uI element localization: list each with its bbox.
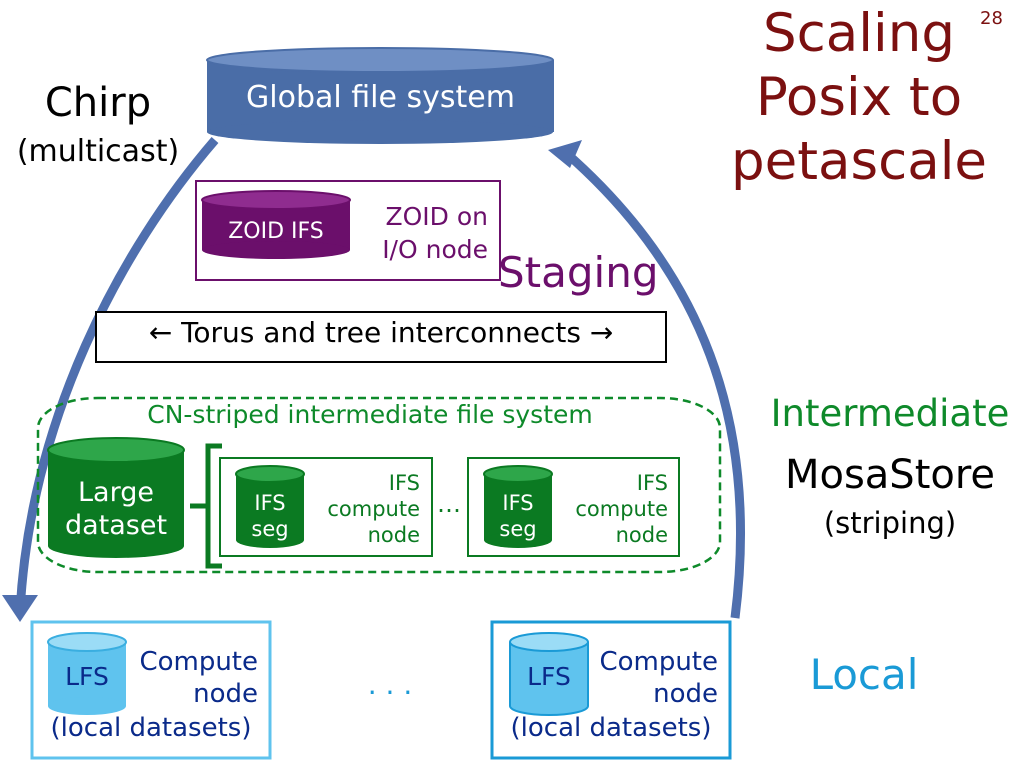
staging-arrow-head [548,140,582,168]
ifs-seg-2-line-2: seg [499,517,537,541]
local-node-box-1 [30,620,272,760]
ifs-node-2-line-3: node [615,523,668,547]
ifs-node-2-line-2: compute [575,497,668,521]
staging-arrow [562,148,745,619]
tier-local: Local [809,650,919,699]
dataset-bracket [190,443,222,569]
global-fs-label: Global file system [246,80,515,115]
global-fs-cylinder [206,47,554,144]
lfs-label-2: LFS [527,662,571,691]
local-node-text-2: Compute node [588,646,718,710]
ifs-seg-label-1: IFS seg [236,490,304,542]
ifs-node-text-2: IFS compute node [554,470,668,548]
lfs-cylinder-1 [47,632,127,715]
slide-title: Scaling Posix to petascale [700,2,1018,194]
zoid-cylinder-label: ZOID IFS [228,219,324,244]
tier-striping: (striping) [823,506,957,540]
intermediate-fs-label: CN-striped intermediate file system [147,400,593,429]
zoid-text-line-1: ZOID on [385,202,488,231]
staging-label: Staging [498,248,659,297]
page-number: 28 [980,8,1003,29]
title-line-2: Posix to [755,67,963,128]
ifs-node-box-2 [467,457,680,557]
torus-label: ← Torus and tree interconnects → [148,316,614,349]
zoid-box [195,180,501,281]
local-node-sub-2: (local datasets) [510,713,712,743]
local-node-2-line-1: Compute [599,647,718,677]
chirp-title: Chirp [44,80,152,126]
tier-mosastore: MosaStore [784,452,996,498]
local-node-2-line-2: node [653,679,718,709]
ifs-seg-1-line-2: seg [251,517,289,541]
ifs-seg-1-line-1: IFS [254,491,286,515]
chirp-arrow-head [2,595,38,622]
title-line-1: Scaling [763,3,955,64]
torus-box [95,311,667,363]
local-node-1-line-2: node [193,679,258,709]
large-dataset-line-1: Large [78,477,154,508]
zoid-text-line-2: I/O node [382,235,488,264]
local-node-text-1: Compute node [128,646,258,710]
ifs-node-box-1 [219,457,433,557]
ifs-node-2-line-1: IFS [636,471,668,495]
zoid-text: ZOID on I/O node [354,200,488,266]
ifs-node-text-1: IFS compute node [306,470,420,548]
ifs-seg-2-line-1: IFS [502,491,534,515]
ifs-node-1-line-3: node [367,523,420,547]
intermediate-fs-boundary [36,396,722,574]
large-dataset-line-2: dataset [64,510,168,541]
ifs-node-1-line-1: IFS [388,471,420,495]
local-node-1-line-1: Compute [139,647,258,677]
lfs-cylinder-2 [509,632,589,716]
local-ellipsis: . . . [367,668,413,701]
ifs-seg-cylinder-1 [235,465,305,548]
local-node-sub-1: (local datasets) [50,713,252,743]
ifs-seg-cylinder-2 [483,465,553,548]
title-line-3: petascale [730,131,988,192]
ifs-node-1-line-2: compute [327,497,420,521]
lfs-label-1: LFS [65,662,109,691]
chirp-subtitle: (multicast) [16,134,180,169]
tier-intermediate: Intermediate [770,392,1010,435]
ifs-seg-label-2: IFS seg [484,490,552,542]
local-node-box-2 [490,620,732,760]
large-dataset-cylinder [47,437,185,558]
large-dataset-label: Large dataset [48,476,184,542]
chirp-arrow [15,137,219,613]
zoid-cylinder [201,190,351,259]
ifs-ellipsis: … [437,490,461,518]
